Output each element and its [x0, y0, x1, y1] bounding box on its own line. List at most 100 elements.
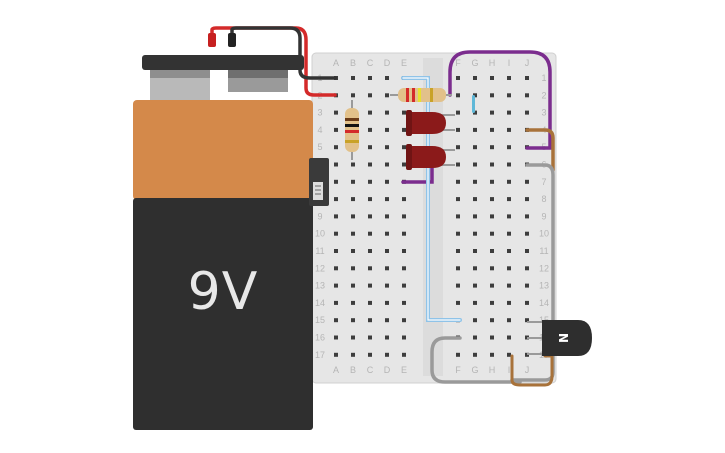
breadboard-hole[interactable]	[507, 110, 511, 115]
breadboard-hole[interactable]	[385, 335, 389, 340]
breadboard-hole[interactable]	[368, 93, 372, 98]
breadboard-hole[interactable]	[334, 318, 338, 323]
breadboard-hole[interactable]	[525, 214, 529, 219]
breadboard-hole[interactable]	[490, 214, 494, 219]
breadboard-hole[interactable]	[385, 179, 389, 184]
breadboard-hole[interactable]	[456, 231, 460, 236]
breadboard-hole[interactable]	[368, 179, 372, 184]
breadboard-hole[interactable]	[351, 197, 355, 202]
breadboard-hole[interactable]	[351, 179, 355, 184]
breadboard-hole[interactable]	[456, 283, 460, 288]
breadboard-hole[interactable]	[473, 249, 477, 253]
breadboard-hole[interactable]	[525, 179, 529, 184]
breadboard-hole[interactable]	[490, 318, 494, 323]
breadboard-hole[interactable]	[525, 76, 529, 80]
breadboard-hole[interactable]	[351, 352, 355, 357]
breadboard-hole[interactable]	[402, 214, 406, 219]
breadboard-hole[interactable]	[525, 266, 529, 271]
breadboard-hole[interactable]	[402, 127, 406, 132]
breadboard-hole[interactable]	[385, 352, 389, 357]
breadboard-hole[interactable]	[351, 76, 355, 80]
breadboard-hole[interactable]	[334, 266, 338, 271]
breadboard-hole[interactable]	[490, 145, 494, 150]
breadboard-hole[interactable]	[385, 145, 389, 150]
breadboard-hole[interactable]	[385, 162, 389, 167]
breadboard-hole[interactable]	[385, 127, 389, 132]
breadboard-hole[interactable]	[402, 162, 406, 167]
breadboard-hole[interactable]	[490, 197, 494, 202]
breadboard-hole[interactable]	[490, 162, 494, 167]
breadboard-hole[interactable]	[507, 300, 511, 305]
breadboard-hole[interactable]	[368, 110, 372, 115]
breadboard-hole[interactable]	[368, 214, 372, 219]
breadboard-hole[interactable]	[490, 352, 494, 357]
breadboard-hole[interactable]	[490, 283, 494, 288]
breadboard-hole[interactable]	[351, 214, 355, 219]
breadboard-hole[interactable]	[334, 197, 338, 202]
breadboard-hole[interactable]	[473, 352, 477, 357]
breadboard-hole[interactable]	[368, 266, 372, 271]
breadboard-hole[interactable]	[402, 249, 406, 253]
breadboard-hole[interactable]	[525, 283, 529, 288]
breadboard-hole[interactable]	[385, 249, 389, 253]
breadboard-hole[interactable]	[473, 179, 477, 184]
breadboard-hole[interactable]	[368, 127, 372, 132]
breadboard-hole[interactable]	[385, 197, 389, 202]
breadboard-hole[interactable]	[456, 249, 460, 253]
breadboard-hole[interactable]	[385, 300, 389, 305]
breadboard-hole[interactable]	[456, 266, 460, 271]
breadboard-hole[interactable]	[507, 127, 511, 132]
breadboard-hole[interactable]	[456, 197, 460, 202]
breadboard-hole[interactable]	[402, 283, 406, 288]
breadboard-hole[interactable]	[490, 179, 494, 184]
breadboard-hole[interactable]	[368, 145, 372, 150]
breadboard-hole[interactable]	[456, 352, 460, 357]
breadboard-hole[interactable]	[334, 352, 338, 357]
breadboard-hole[interactable]	[385, 266, 389, 271]
breadboard-hole[interactable]	[334, 162, 338, 167]
breadboard-hole[interactable]	[368, 283, 372, 288]
breadboard-hole[interactable]	[456, 179, 460, 184]
breadboard-hole[interactable]	[402, 318, 406, 323]
breadboard-hole[interactable]	[351, 162, 355, 167]
breadboard-hole[interactable]	[456, 93, 460, 98]
breadboard-hole[interactable]	[351, 300, 355, 305]
breadboard-hole[interactable]	[473, 110, 477, 115]
breadboard-hole[interactable]	[507, 179, 511, 184]
breadboard-hole[interactable]	[334, 231, 338, 236]
breadboard-hole[interactable]	[490, 231, 494, 236]
breadboard-hole[interactable]	[368, 318, 372, 323]
breadboard-hole[interactable]	[473, 283, 477, 288]
breadboard-hole[interactable]	[490, 300, 494, 305]
breadboard-hole[interactable]	[368, 197, 372, 202]
breadboard-hole[interactable]	[385, 110, 389, 115]
breadboard-hole[interactable]	[490, 127, 494, 132]
breadboard-hole[interactable]	[334, 249, 338, 253]
breadboard-hole[interactable]	[334, 179, 338, 184]
breadboard-hole[interactable]	[525, 93, 529, 98]
breadboard-hole[interactable]	[507, 335, 511, 340]
breadboard-hole[interactable]	[351, 335, 355, 340]
breadboard-hole[interactable]	[507, 162, 511, 167]
breadboard-hole[interactable]	[525, 110, 529, 115]
slide-switch-knob[interactable]	[313, 182, 323, 200]
breadboard-hole[interactable]	[402, 145, 406, 150]
breadboard-hole[interactable]	[473, 214, 477, 219]
breadboard-hole[interactable]	[402, 197, 406, 202]
breadboard-hole[interactable]	[456, 145, 460, 150]
breadboard-hole[interactable]	[368, 231, 372, 236]
breadboard-hole[interactable]	[334, 214, 338, 219]
breadboard-hole[interactable]	[525, 231, 529, 236]
breadboard-hole[interactable]	[525, 318, 529, 323]
breadboard-hole[interactable]	[368, 335, 372, 340]
breadboard-hole[interactable]	[385, 318, 389, 323]
breadboard-hole[interactable]	[334, 300, 338, 305]
breadboard-hole[interactable]	[334, 127, 338, 132]
breadboard-hole[interactable]	[456, 110, 460, 115]
breadboard-hole[interactable]	[368, 249, 372, 253]
breadboard-hole[interactable]	[507, 283, 511, 288]
breadboard-hole[interactable]	[473, 300, 477, 305]
breadboard-hole[interactable]	[351, 249, 355, 253]
breadboard-hole[interactable]	[473, 127, 477, 132]
breadboard-hole[interactable]	[385, 76, 389, 80]
